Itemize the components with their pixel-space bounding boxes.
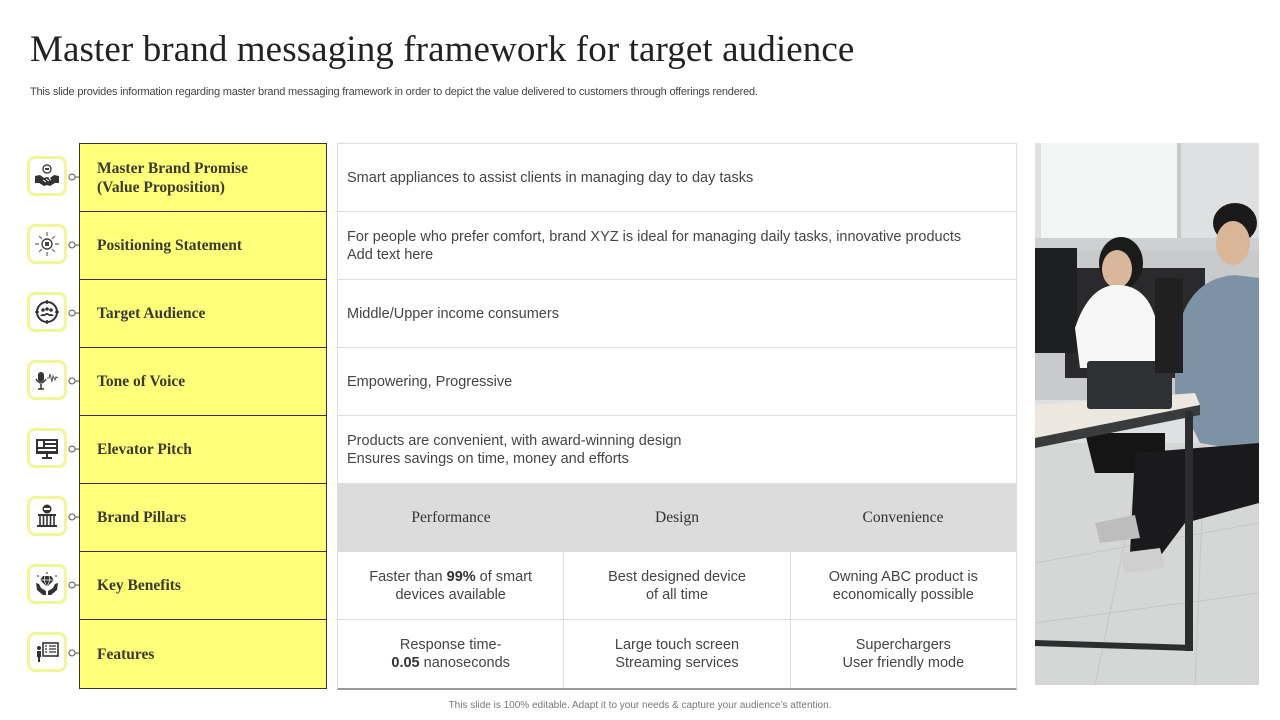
slide-title: Master brand messaging framework for tar… [30,29,855,70]
presentation-screen-icon [36,439,58,459]
slide-footer-note: This slide is 100% editable. Adapt it to… [448,700,832,711]
label-master-brand-promise: Master Brand Promise(Value Proposition) [80,144,326,212]
slide-subtitle: This slide provides information regardin… [30,86,758,98]
brand-pillars-header-row: Performance Design Convenience [338,484,1016,552]
content-elevator-pitch: Products are convenient, with award-winn… [338,416,1016,484]
pillar-header-design: Design [655,508,699,526]
pillars-building-icon [37,504,57,527]
content-master-brand-promise: Smart appliances to assist clients in ma… [338,144,1016,212]
icon-cell [27,143,81,211]
content-positioning-statement: For people who prefer comfort, brand XYZ… [338,212,1016,280]
connector-icon [68,377,80,385]
connector-icon [68,513,80,521]
icon-cell [27,347,81,415]
presenter-board-icon [37,642,59,662]
pillar-header-convenience: Convenience [862,508,944,526]
label-key-benefits: Key Benefits [80,552,326,620]
benefit-design: Best designed device of all time [564,552,791,619]
framework-labels: Master Brand Promise(Value Proposition) … [79,143,327,689]
label-positioning-statement: Positioning Statement [80,212,326,280]
feature-performance: Response time- 0.05 nanoseconds [338,620,565,688]
icon-column [27,143,81,687]
content-target-audience: Middle/Upper income consumers [338,280,1016,348]
benefit-convenience: Owning ABC product is economically possi… [828,568,978,603]
office-photo [1035,143,1259,685]
icon-cell [27,551,81,619]
connector-icon [68,581,80,589]
target-audience-icon [35,300,59,324]
features-row: Response time- 0.05 nanoseconds Large to… [338,620,1016,688]
key-benefits-row: Faster than 99% of smart devices availab… [338,552,1016,620]
handshake-icon [35,164,59,186]
microphone-voice-icon [35,372,59,390]
positioning-icon [35,232,59,256]
connector-icon [68,309,80,317]
label-elevator-pitch: Elevator Pitch [80,416,326,484]
feature-convenience: Superchargers User friendly mode [842,637,965,671]
label-brand-pillars: Brand Pillars [80,484,326,552]
label-tone-of-voice: Tone of Voice [80,348,326,416]
icon-cell [27,211,81,279]
diamond-hands-icon [36,572,58,595]
icon-cell [27,619,81,687]
framework-content: Smart appliances to assist clients in ma… [337,143,1017,690]
pillar-header-performance: Performance [411,508,491,526]
office-scene-image [1035,143,1259,685]
feature-design: Large touch screen Streaming services [564,620,791,688]
content-tone-of-voice: Empowering, Progressive [338,348,1016,416]
benefit-performance: Faster than 99% of smart devices availab… [338,552,565,619]
label-target-audience: Target Audience [80,280,326,348]
connector-icon [68,241,80,249]
icon-cell [27,415,81,483]
icon-cell [27,483,81,551]
icon-cell [27,279,81,347]
label-features: Features [97,645,155,663]
